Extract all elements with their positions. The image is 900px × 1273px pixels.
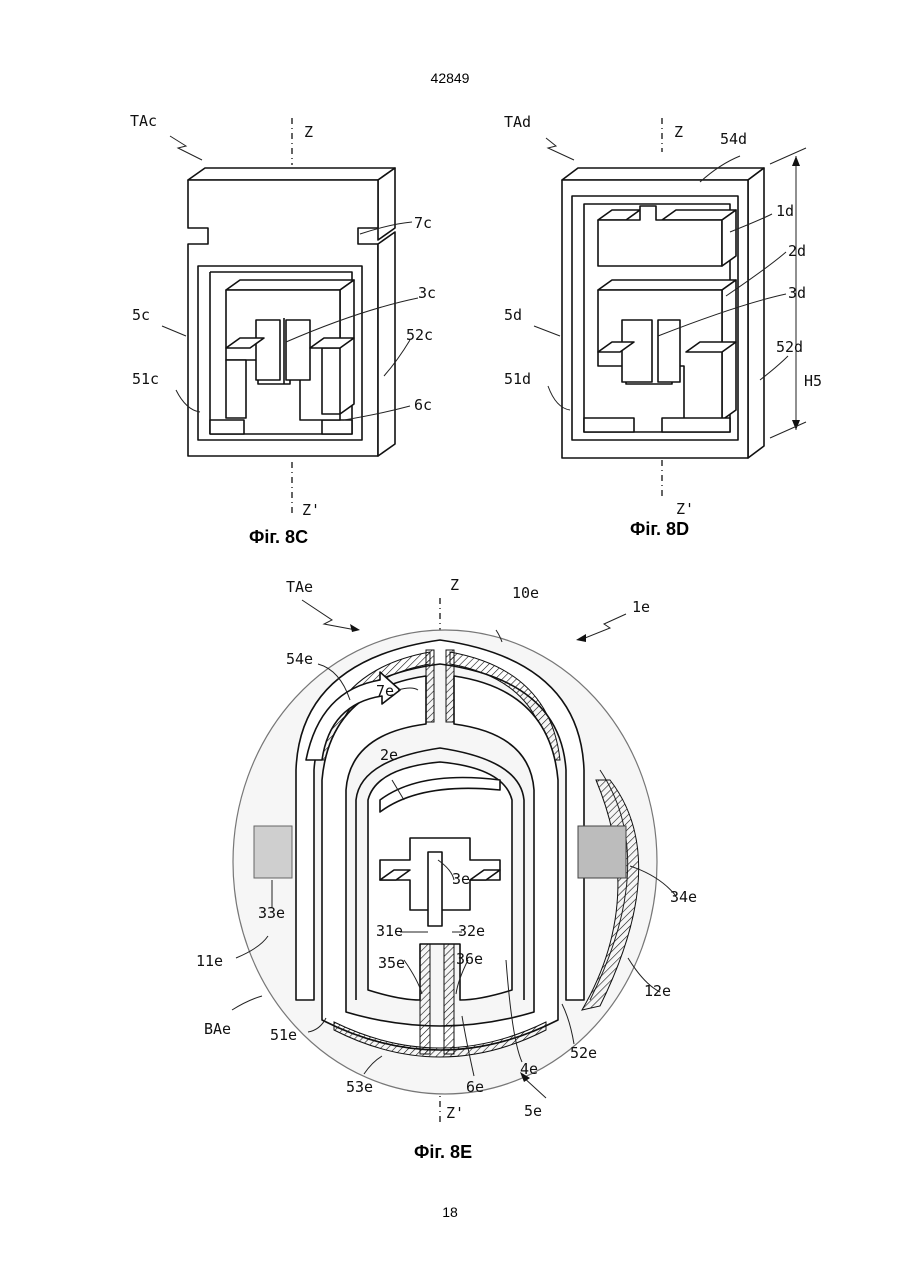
- label-34e: 34e: [670, 888, 697, 906]
- label-5e: 5e: [524, 1102, 542, 1120]
- label-54d: 54d: [720, 130, 747, 148]
- label-bae: BAe: [204, 1020, 231, 1038]
- label-6c: 6c: [414, 396, 432, 414]
- label-2e: 2e: [380, 746, 398, 764]
- caption-fig-8c: Фіг. 8C: [249, 527, 308, 548]
- label-10e: 10e: [512, 584, 539, 602]
- label-31e: 31e: [376, 922, 403, 940]
- label-52c: 52c: [406, 326, 433, 344]
- label-11e: 11e: [196, 952, 223, 970]
- label-6e: 6e: [466, 1078, 484, 1096]
- label-5c: 5c: [132, 306, 150, 324]
- label-tad: TAd: [504, 113, 531, 131]
- label-h5: H5: [804, 372, 822, 390]
- label-51c: 51c: [132, 370, 159, 388]
- label-51d: 51d: [504, 370, 531, 388]
- label-2d: 2d: [788, 242, 806, 260]
- label-1d: 1d: [776, 202, 794, 220]
- label-1e: 1e: [632, 598, 650, 616]
- label-54e: 54e: [286, 650, 313, 668]
- page-number: 18: [0, 1204, 900, 1220]
- label-8c-z-prime: Z': [302, 501, 320, 519]
- label-7c: 7c: [414, 214, 432, 232]
- label-51e: 51e: [270, 1026, 297, 1044]
- label-12e: 12e: [644, 982, 671, 1000]
- caption-fig-8e: Фіг. 8E: [414, 1142, 472, 1163]
- label-3e: 3e: [452, 870, 470, 888]
- label-3c: 3c: [418, 284, 436, 302]
- label-52d: 52d: [776, 338, 803, 356]
- label-35e: 35e: [378, 954, 405, 972]
- label-32e: 32e: [458, 922, 485, 940]
- label-8d-z: Z: [674, 123, 683, 141]
- label-8c-z: Z: [304, 123, 313, 141]
- label-36e: 36e: [456, 950, 483, 968]
- label-33e: 33e: [258, 904, 285, 922]
- label-53e: 53e: [346, 1078, 373, 1096]
- label-tac: TAc: [130, 112, 157, 130]
- caption-fig-8d: Фіг. 8D: [630, 519, 689, 540]
- label-tae: TAe: [286, 578, 313, 596]
- label-8e-z-prime: Z': [446, 1104, 464, 1122]
- label-8e-z: Z: [450, 576, 459, 594]
- label-7e: 7e: [376, 682, 394, 700]
- label-5d: 5d: [504, 306, 522, 324]
- label-52e: 52e: [570, 1044, 597, 1062]
- figure-8d-drawing: [534, 118, 806, 500]
- label-8d-z-prime: Z': [676, 500, 694, 518]
- label-4e: 4e: [520, 1060, 538, 1078]
- label-3d: 3d: [788, 284, 806, 302]
- figure-8e-drawing: [232, 598, 676, 1124]
- figure-8c-drawing: [162, 118, 418, 515]
